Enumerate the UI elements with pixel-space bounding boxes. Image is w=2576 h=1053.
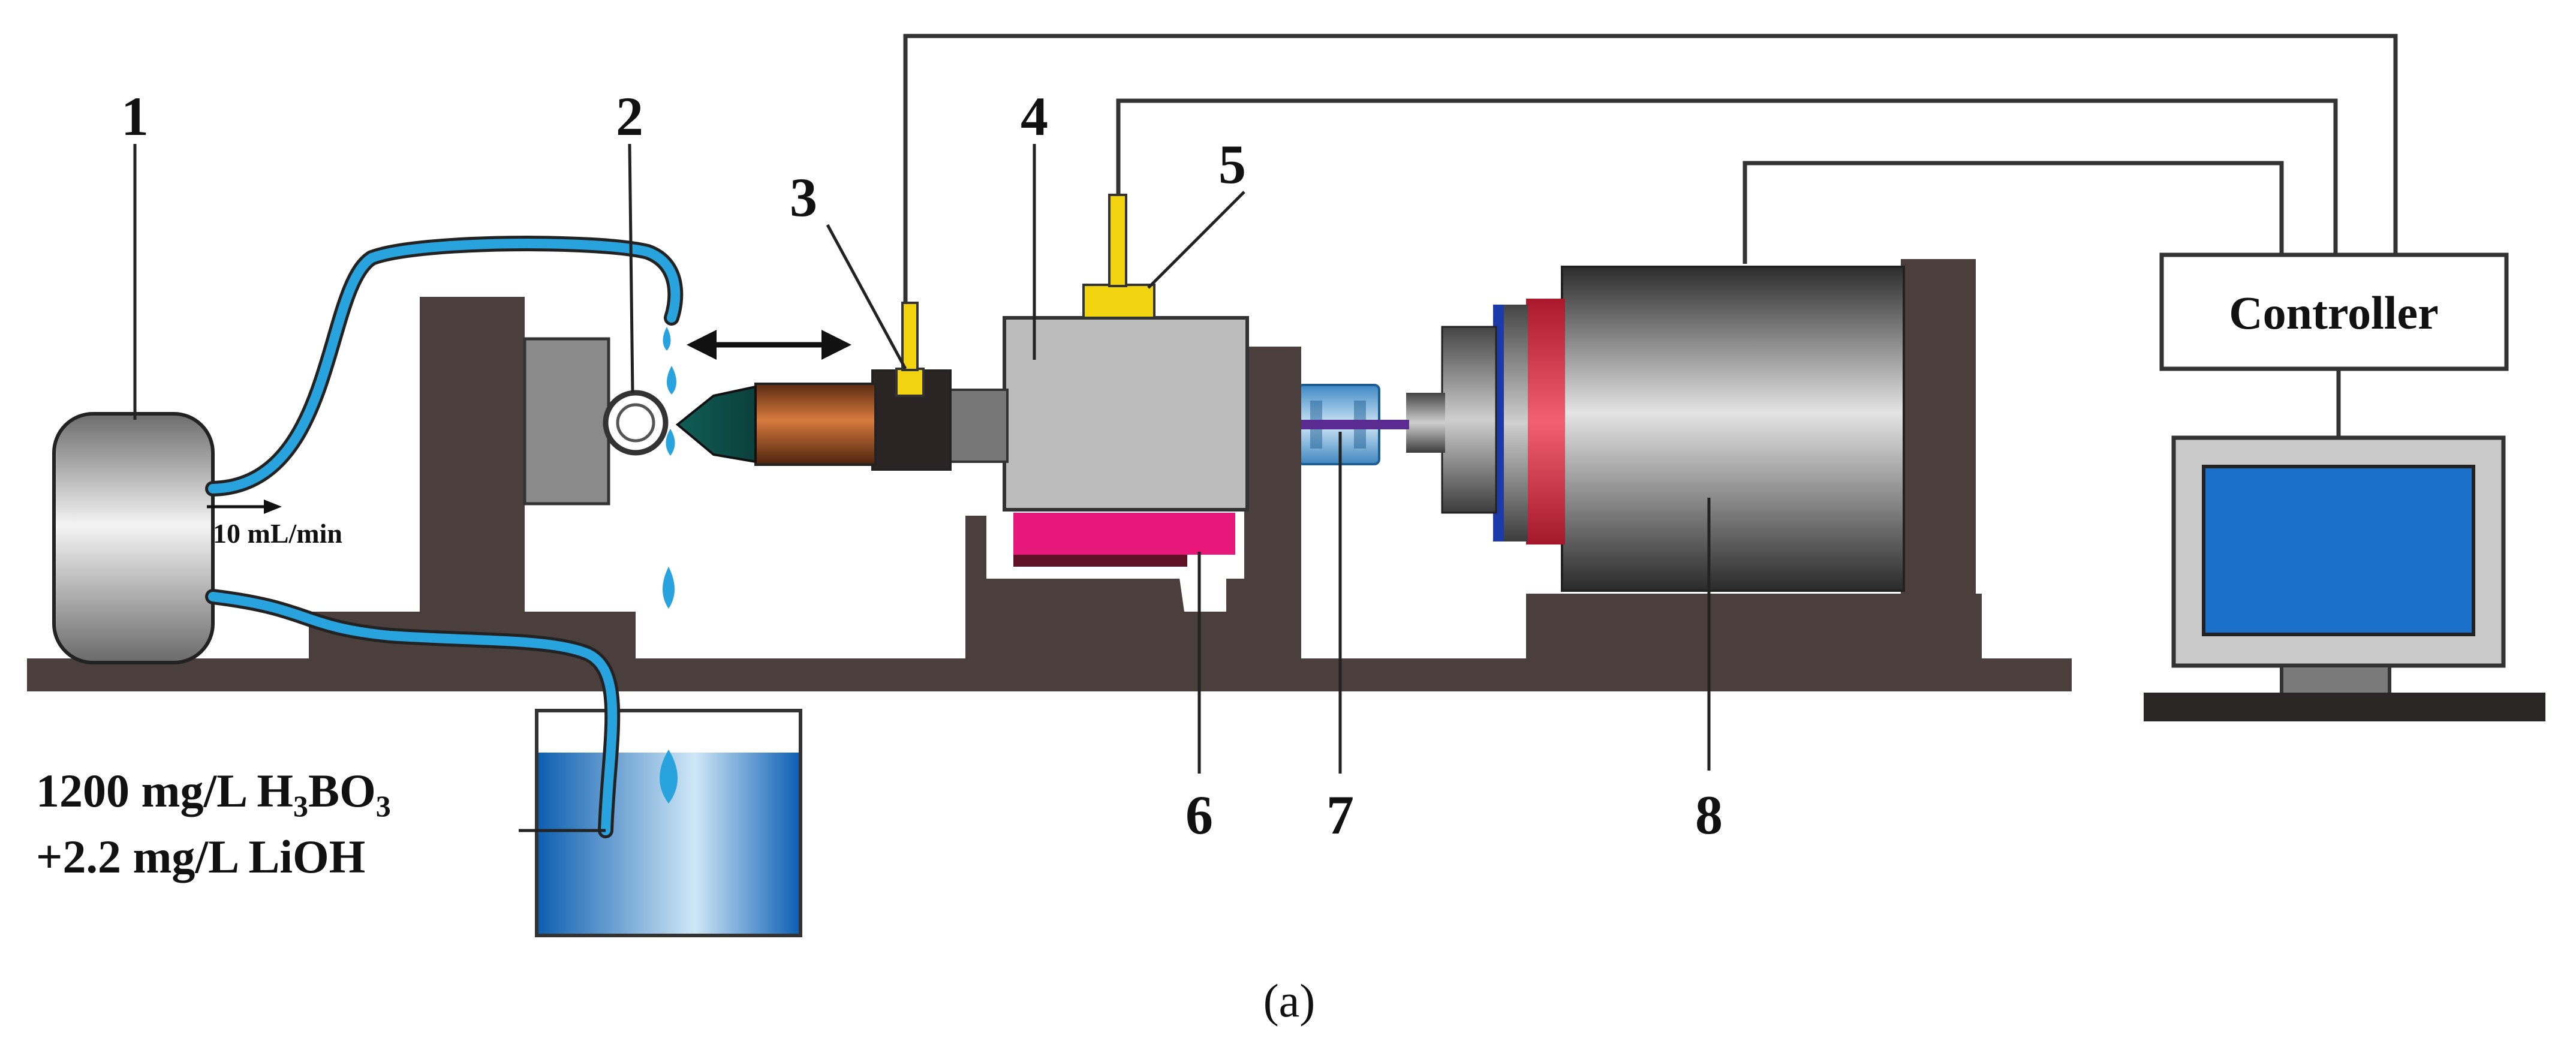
nozzle-tip <box>675 385 757 464</box>
figure-caption: (a) <box>1263 974 1316 1027</box>
label-3: 3 <box>790 167 817 228</box>
base-plate <box>27 658 2072 691</box>
label-7: 7 <box>1326 784 1354 846</box>
stage-upper <box>1013 513 1235 555</box>
label-8: 8 <box>1695 784 1723 846</box>
nozzle-assembly <box>675 302 1009 471</box>
label-2: 2 <box>616 86 643 147</box>
leader-lines <box>133 143 1711 832</box>
water-drops <box>660 327 678 804</box>
controller-box: Controller <box>2159 252 2509 371</box>
water-tank <box>535 709 802 937</box>
tubing <box>205 236 684 838</box>
specimen-stand <box>309 297 669 660</box>
travel-arrow <box>687 330 851 360</box>
chamber-box <box>1003 316 1249 512</box>
chamber-assembly <box>965 194 1301 660</box>
label-6: 6 <box>1185 784 1213 846</box>
monitor-screen <box>2202 465 2475 636</box>
controller-label: Controller <box>2229 287 2438 339</box>
label-5: 5 <box>1218 134 1246 195</box>
solution-label: 1200 mg/L H3BO3 +2.2 mg/L LiOH <box>36 765 391 883</box>
pump <box>52 412 215 664</box>
label-1: 1 <box>121 86 149 147</box>
sensor-5 <box>1082 284 1155 319</box>
flow-rate-label: 10 mL/min <box>213 518 342 549</box>
sensor-3 <box>895 368 925 397</box>
computer-monitor <box>2144 435 2545 721</box>
motor-assembly <box>1406 259 1982 660</box>
flow-rate-indicator: 10 mL/min <box>207 500 342 549</box>
label-4: 4 <box>1021 86 1048 147</box>
solution-line-2: +2.2 mg/L LiOH <box>36 831 365 883</box>
keyboard-base <box>2144 693 2545 721</box>
solution-line-1: 1200 mg/L H3BO3 <box>36 765 391 823</box>
